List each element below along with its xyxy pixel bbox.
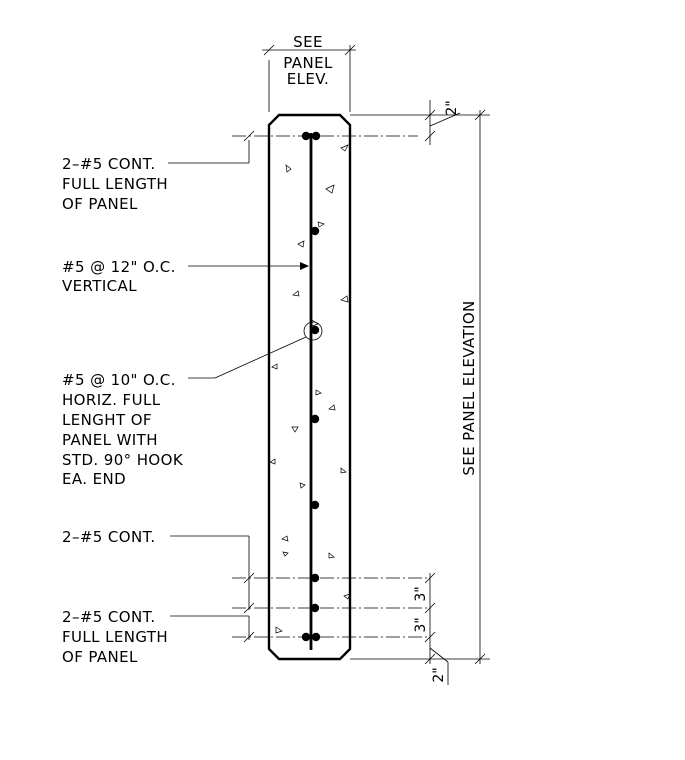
svg-text:OF PANEL: OF PANEL	[62, 648, 138, 666]
svg-text:FULL LENGTH: FULL LENGTH	[62, 628, 168, 646]
callout-horizontal-bars: #5 @ 10" O.C. HORIZ. FULL LENGHT OF PANE…	[62, 371, 184, 488]
top-dim-label-3: ELEV.	[287, 70, 329, 88]
svg-text:PANEL WITH: PANEL WITH	[62, 431, 158, 449]
svg-text:VERTICAL: VERTICAL	[62, 277, 137, 295]
svg-text:2–#5 CONT.: 2–#5 CONT.	[62, 155, 156, 173]
top-dim-label-1: SEE	[293, 33, 323, 51]
callout-leaders	[168, 162, 309, 624]
svg-text:HORIZ. FULL: HORIZ. FULL	[62, 391, 161, 409]
bottom-cluster-dimension	[424, 572, 449, 685]
top-cover-label: 2"	[444, 100, 460, 115]
top-cover-dimension	[424, 100, 461, 145]
svg-text:2–#5 CONT.: 2–#5 CONT.	[62, 608, 156, 626]
svg-text:#5 @ 12" O.C.: #5 @ 12" O.C.	[62, 258, 176, 276]
svg-text:LENGHT OF: LENGHT OF	[62, 411, 152, 429]
svg-text:EA. END: EA. END	[62, 470, 126, 488]
side-dim-label: SEE PANEL ELEVATION	[460, 300, 478, 475]
svg-text:#5 @ 10" O.C.: #5 @ 10" O.C.	[62, 371, 176, 389]
callout-middle-bars: 2–#5 CONT.	[62, 528, 156, 546]
callout-top-bars: 2–#5 CONT. FULL LENGTH OF PANEL	[62, 155, 168, 213]
top-dimension	[262, 44, 356, 112]
callout-vertical-bars: #5 @ 12" O.C. VERTICAL	[62, 258, 176, 295]
callout-bottom-bars: 2–#5 CONT. FULL LENGTH OF PANEL	[62, 608, 168, 666]
upper-spacing-label: 3"	[413, 586, 429, 601]
side-dimension	[350, 109, 490, 665]
bar-reference-lines	[232, 135, 430, 638]
lower-spacing-label: 3"	[413, 617, 429, 632]
bottom-cover-label: 2"	[431, 667, 447, 682]
svg-text:STD. 90° HOOK: STD. 90° HOOK	[62, 451, 184, 469]
svg-text:FULL LENGTH: FULL LENGTH	[62, 175, 168, 193]
top-dim-label-2: PANEL	[283, 54, 333, 72]
panel-outline	[267, 113, 352, 661]
left-extension-marks	[243, 130, 255, 643]
svg-text:2–#5 CONT.: 2–#5 CONT.	[62, 528, 156, 546]
svg-text:OF PANEL: OF PANEL	[62, 195, 138, 213]
concrete-aggregate	[269, 144, 351, 634]
